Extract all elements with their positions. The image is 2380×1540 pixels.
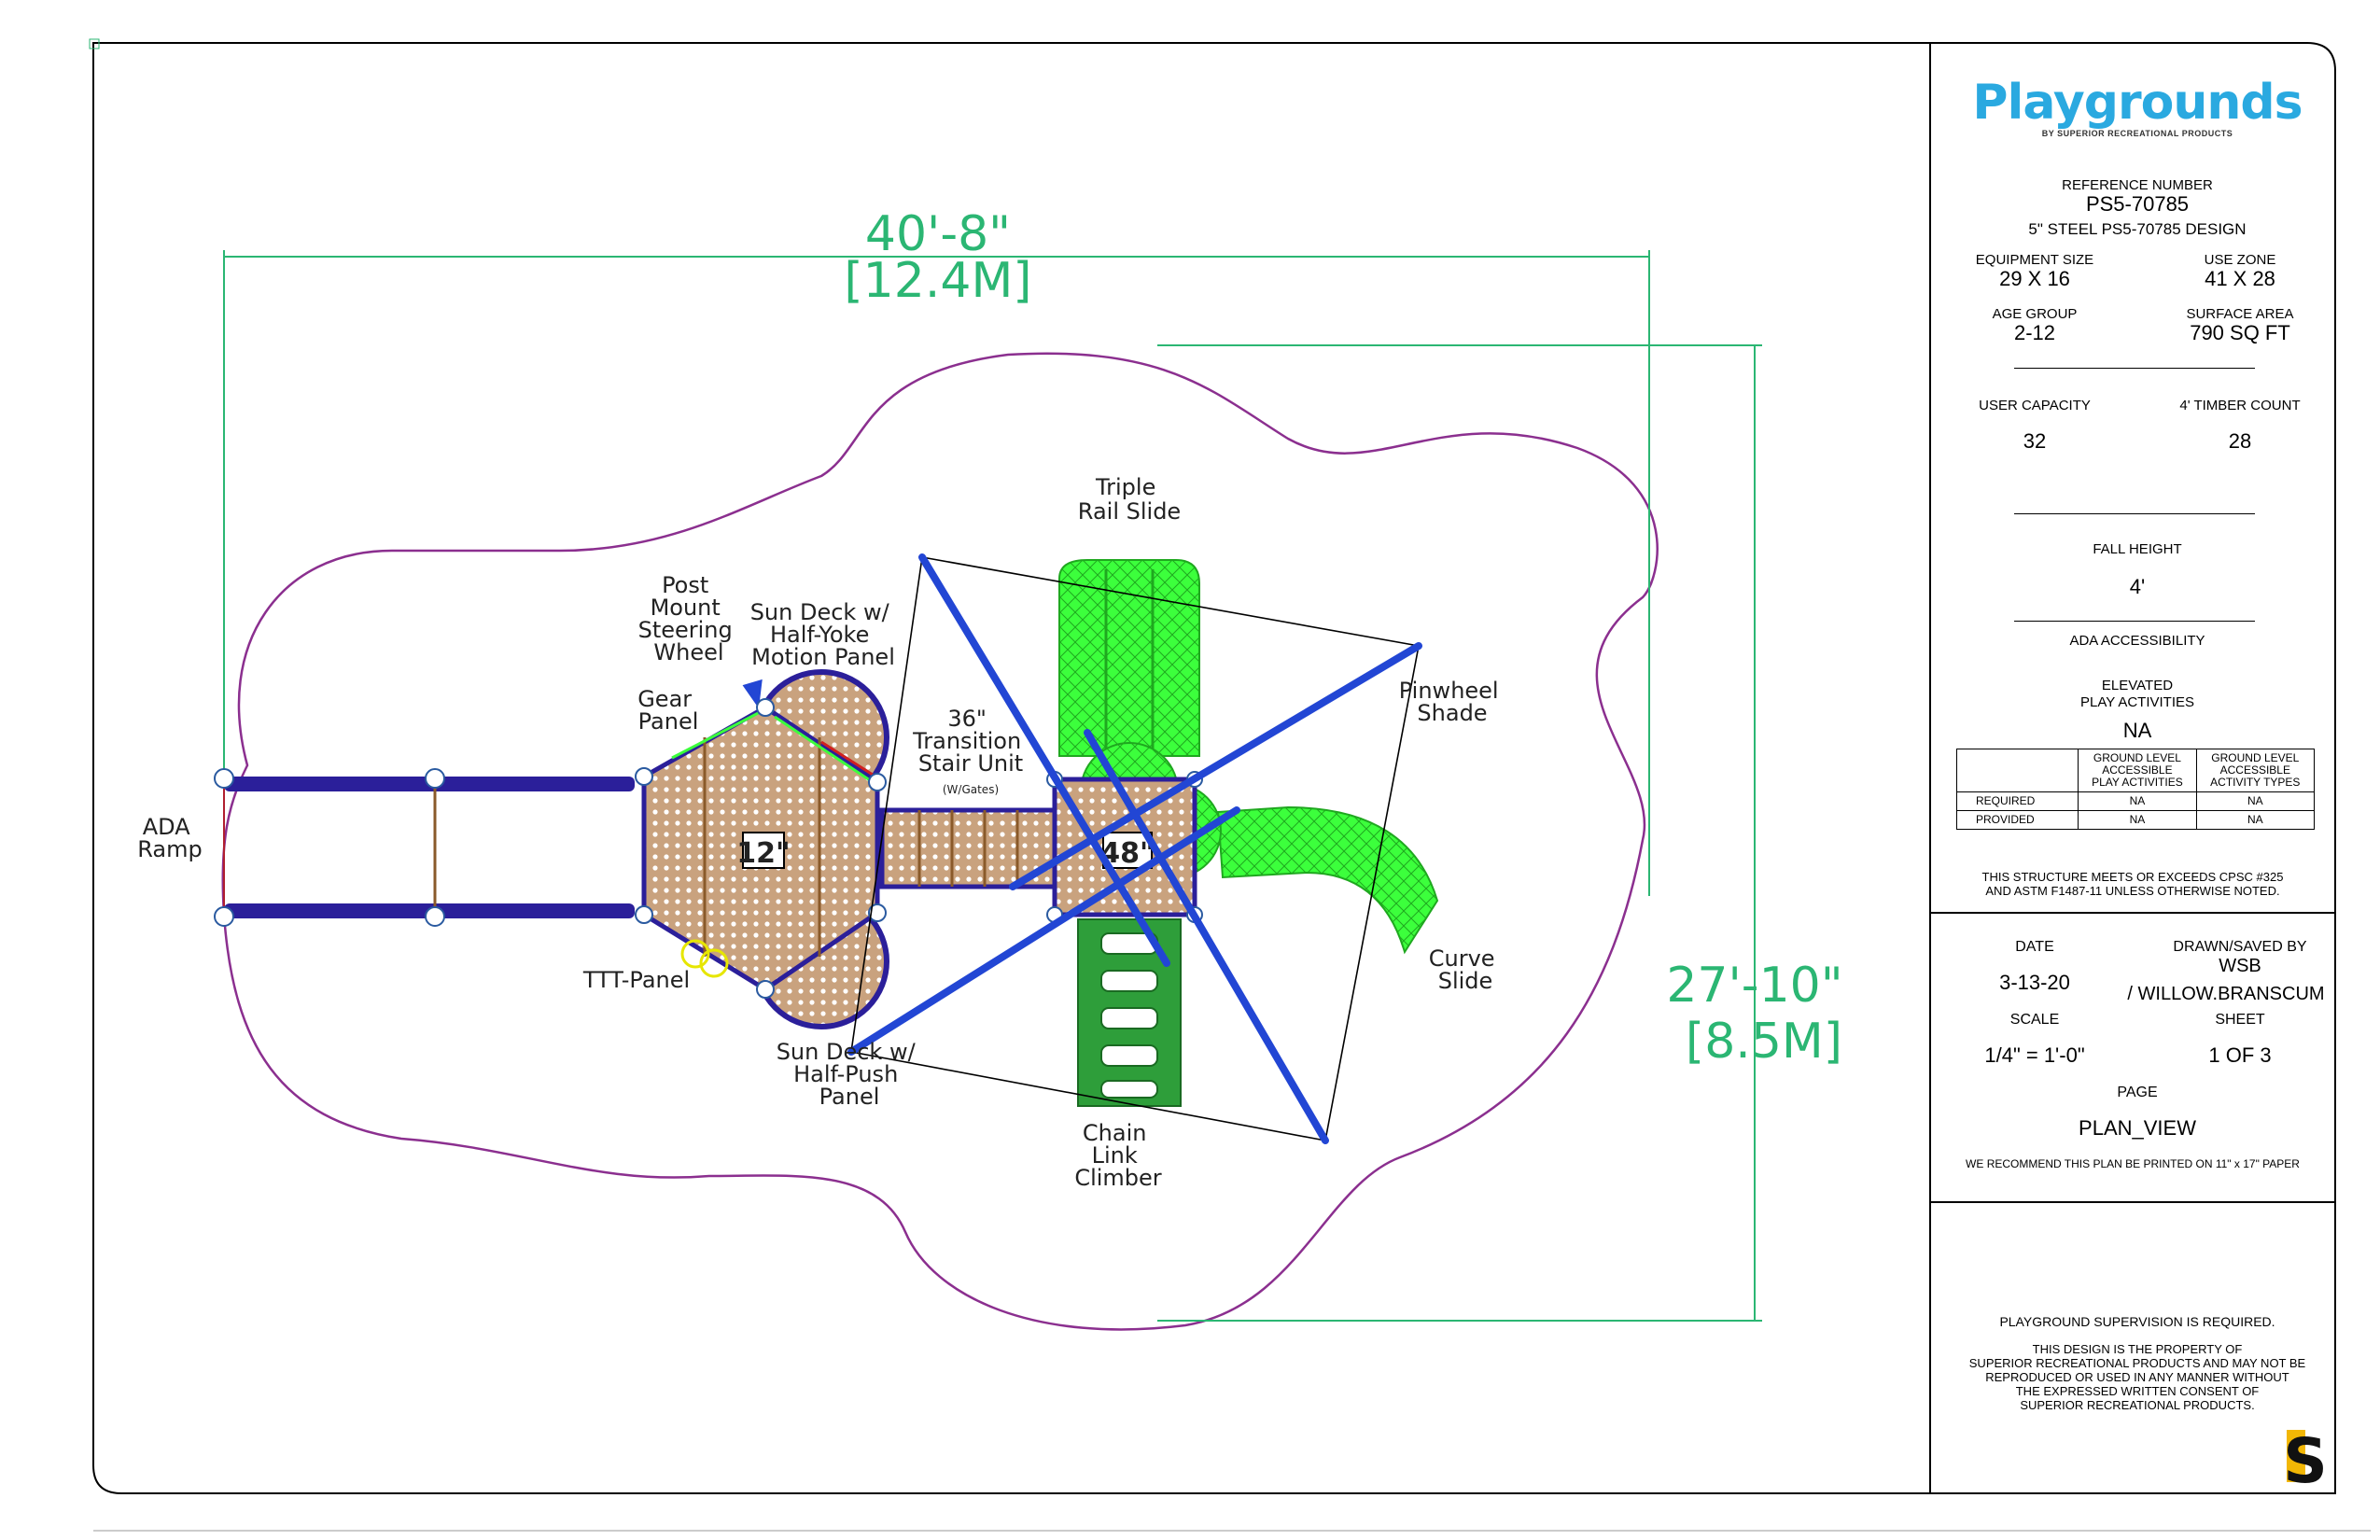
label-sun-deck-half-yoke: Sun Deck w/ Half-Yoke Motion Panel	[750, 599, 897, 670]
table-corner-cell	[1955, 749, 2079, 792]
supervision-note: PLAYGROUND SUPERVISION IS REQUIRED.	[1999, 1314, 2275, 1329]
elevated-label-2: PLAY ACTIVITIES	[2080, 694, 2194, 710]
rule-1	[2014, 368, 2255, 369]
table-row: PROVIDED NA NA	[1955, 810, 2316, 830]
ada-accessibility-table: GROUND LEVEL ACCESSIBLE PLAY ACTIVITIES …	[1955, 749, 2316, 830]
brand-logo: Playgrounds BY SUPERIOR RECREATIONAL PRO…	[1969, 75, 2305, 138]
table-cell: NA	[2195, 791, 2316, 811]
table-cell: NA	[2078, 791, 2197, 811]
label-chain-link-climber: Chain Link Climber	[1074, 1120, 1161, 1191]
chain-link-climber	[1077, 918, 1182, 1107]
equipment-size-label: EQUIPMENT SIZE	[1975, 252, 2094, 268]
fall-height-label: FALL HEIGHT	[2093, 541, 2182, 557]
timber-count: 28	[2228, 429, 2252, 453]
table-row-label: REQUIRED	[1955, 791, 2079, 811]
compliance-note-2: AND ASTM F1487-11 UNLESS OTHERWISE NOTED…	[1985, 884, 2280, 898]
table-row: GROUND LEVEL ACCESSIBLE PLAY ACTIVITIES …	[1955, 749, 2316, 792]
depth-dimension	[1157, 344, 1762, 1322]
page-name: PLAN_VIEW	[2079, 1116, 2196, 1140]
compliance-note-1: THIS STRUCTURE MEETS OR EXCEEDS CPSC #32…	[1981, 870, 2284, 884]
triple-rail-slide	[1058, 559, 1200, 757]
surface-area-label: SURFACE AREA	[2186, 306, 2294, 322]
date-label: DATE	[2015, 939, 2054, 955]
svg-text:S: S	[2283, 1425, 2328, 1497]
property-note-1: THIS DESIGN IS THE PROPERTY OF	[2032, 1342, 2243, 1356]
brand-logo-text: Playgrounds	[1972, 75, 2303, 131]
table-header-cell: GROUND LEVEL ACCESSIBLE ACTIVITY TYPES	[2195, 749, 2316, 792]
label-curve-slide: Curve Slide	[1429, 945, 1502, 994]
curve-slide	[1216, 805, 1439, 955]
label-transition-gates: (W/Gates)	[943, 783, 999, 796]
reference-number-label: REFERENCE NUMBER	[2062, 177, 2213, 193]
label-pinwheel-shade: Pinwheel Shade	[1399, 678, 1506, 726]
superior-s-icon: S	[2283, 1425, 2328, 1497]
depth-dimension-m: [8.5M]	[1686, 1014, 1842, 1070]
drawn-by-name: / WILLOW.BRANSCUM	[2127, 984, 2325, 1004]
user-capacity: 32	[2023, 429, 2047, 453]
rule-2	[2014, 513, 2255, 514]
width-dimension-m: [12.4M]	[844, 253, 1031, 309]
label-ada-ramp: ADA Ramp	[137, 814, 202, 862]
user-capacity-label: USER CAPACITY	[1979, 398, 2091, 413]
scale: 1/4" = 1'-0"	[1984, 1043, 2085, 1067]
property-note-2: SUPERIOR RECREATIONAL PRODUCTS AND MAY N…	[1968, 1356, 2306, 1370]
label-ttt-panel: TTT-Panel	[582, 967, 690, 993]
surface-area: 790 SQ FT	[2190, 321, 2290, 344]
print-note: WE RECOMMEND THIS PLAN BE PRINTED ON 11"…	[1966, 1157, 2300, 1170]
width-dimension-ft: 40'-8"	[865, 206, 1011, 262]
label-post-mount-steering-wheel: Post Mount Steering Wheel	[638, 572, 740, 665]
scale-label: SCALE	[2009, 1012, 2060, 1028]
equipment-size: 29 X 16	[1999, 267, 2070, 290]
age-group-label: AGE GROUP	[1992, 306, 2078, 322]
elevated-value: NA	[2122, 719, 2152, 742]
property-note-5: SUPERIOR RECREATIONAL PRODUCTS.	[2020, 1398, 2255, 1412]
table-cell: NA	[2195, 810, 2316, 830]
table-cell: NA	[2078, 810, 2197, 830]
ada-accessibility-label: ADA ACCESSIBILITY	[2069, 633, 2205, 649]
width-dimension	[223, 250, 1650, 896]
sheet-number: 1 OF 3	[2208, 1043, 2272, 1067]
depth-dimension-ft: 27'-10"	[1666, 958, 1842, 1014]
fall-height: 4'	[2129, 575, 2146, 598]
deck-height-12: 12"	[736, 837, 790, 870]
label-gear-panel: Gear Panel	[637, 686, 699, 735]
table-row-label: PROVIDED	[1955, 810, 2079, 830]
use-zone-label: USE ZONE	[2204, 252, 2276, 268]
drawn-by-label: DRAWN/SAVED BY	[2173, 939, 2307, 955]
design-name: 5" STEEL PS5-70785 DESIGN	[2028, 220, 2247, 238]
rule-3	[2014, 621, 2255, 622]
sheet-label: SHEET	[2215, 1012, 2265, 1028]
ada-ramp	[214, 768, 635, 927]
brand-logo-subtext: BY SUPERIOR RECREATIONAL PRODUCTS	[2041, 129, 2233, 138]
pinwheel-shade	[847, 553, 1422, 1144]
page-label: PAGE	[2117, 1085, 2158, 1100]
label-sun-deck-half-push: Sun Deck w/ Half-Push Panel	[777, 1039, 923, 1110]
label-transition-stair: 36" Transition Stair Unit	[912, 706, 1029, 777]
date: 3-13-20	[1999, 971, 2070, 994]
property-note-4: THE EXPRESSED WRITTEN CONSENT OF	[2015, 1384, 2260, 1398]
age-group: 2-12	[2013, 321, 2056, 344]
label-triple-rail-slide: Triple Rail Slide	[1078, 474, 1181, 525]
reference-number: PS5-70785	[2085, 192, 2190, 216]
property-note-3: REPRODUCED OR USED IN ANY MANNER WITHOUT	[1985, 1370, 2289, 1384]
elevated-label-1: ELEVATED	[2101, 678, 2174, 693]
sheet-border	[92, 42, 2336, 1494]
table-header-cell: GROUND LEVEL ACCESSIBLE PLAY ACTIVITIES	[2078, 749, 2197, 792]
use-zone-outline	[221, 352, 1659, 1331]
timber-count-label: 4' TIMBER COUNT	[2179, 398, 2301, 413]
table-row: REQUIRED NA NA	[1955, 791, 2316, 811]
use-zone: 41 X 28	[2205, 267, 2275, 290]
drawn-by-initials: WSB	[2219, 956, 2261, 976]
